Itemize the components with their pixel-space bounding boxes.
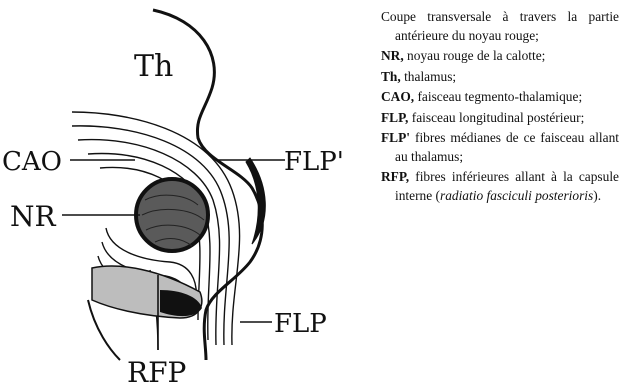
legend-entry-nr: NR, noyau rouge de la calotte; — [381, 47, 619, 66]
hatched-region — [88, 266, 202, 360]
label-flp: FLP — [274, 309, 327, 339]
legend-entry-th: Th, thalamus; — [381, 68, 619, 87]
label-nr: NR — [10, 200, 57, 233]
legend-entry-rfp: RFP, fibres inférieures allant à la caps… — [381, 168, 619, 205]
anatomical-section-figure: Th CAO NR FLP' FLP RFP — [0, 0, 370, 390]
figure-legend: Coupe transversale à travers la partie a… — [381, 8, 619, 207]
legend-entry-cao: CAO, faisceau tegmento-thalamique; — [381, 88, 619, 107]
label-flp-prime: FLP' — [284, 147, 344, 177]
legend-entry-flp: FLP, faisceau longitudinal postérieur; — [381, 109, 619, 128]
label-rfp: RFP — [127, 356, 186, 389]
label-th: Th — [134, 49, 173, 84]
legend-entry-flp-prime: FLP' fibres médianes de ce faisceau alla… — [381, 129, 619, 166]
label-cao: CAO — [2, 147, 62, 177]
legend-entry-caption: Coupe transversale à travers la partie a… — [381, 8, 619, 45]
